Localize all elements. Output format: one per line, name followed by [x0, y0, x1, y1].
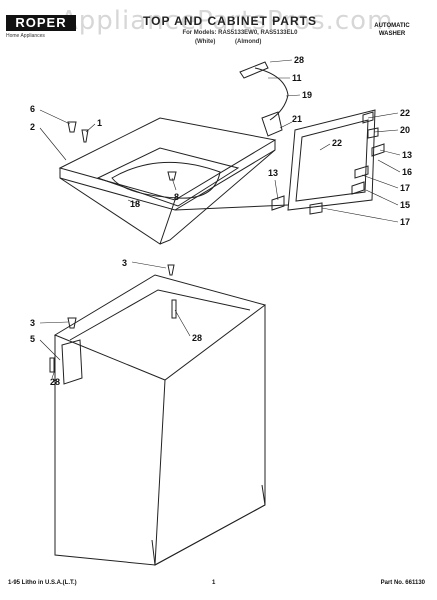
variant-almond: (Almond): [235, 39, 262, 45]
callout-1: 1: [97, 118, 102, 128]
callout-15: 15: [400, 200, 410, 210]
product-type: AUTOMATIC WASHER: [357, 22, 427, 38]
callout-16: 16: [402, 167, 412, 177]
callout-17-lower: 17: [400, 217, 410, 227]
washer-top-panel: [58, 117, 277, 245]
diagram-title: TOP AND CABINET PARTS: [143, 14, 317, 28]
callout-17-upper: 17: [400, 183, 410, 193]
product-line-1: AUTOMATIC: [374, 23, 410, 29]
corner-brace: [61, 339, 83, 385]
callout-5: 5: [30, 334, 35, 344]
lid-opening: [96, 147, 240, 207]
callout-11: 11: [292, 73, 302, 83]
callout-2: 2: [30, 122, 35, 132]
brand-logo: ROPER: [6, 15, 76, 31]
callout-leaders: [39, 59, 401, 379]
callout-13-center: 13: [268, 168, 278, 178]
callout-18: 18: [130, 199, 140, 209]
wire-harness: [239, 61, 289, 137]
screw-set: [49, 121, 177, 373]
product-line-2: WASHER: [378, 31, 406, 37]
page-number: 1: [212, 580, 216, 586]
callout-3-lower: 3: [30, 318, 35, 328]
color-variants: (White) (Almond): [195, 39, 279, 45]
model-list: For Models: RAS5133EW0, RAS5133EL0: [182, 30, 298, 36]
callout-28-mid: 28: [192, 333, 202, 343]
callout-3-upper: 3: [122, 258, 127, 268]
callout-20: 20: [400, 125, 410, 135]
lid-leader-line: [174, 204, 289, 211]
brand-tagline: Home Appliances: [6, 33, 45, 39]
callout-22-inner: 22: [332, 138, 342, 148]
callout-19: 19: [302, 90, 312, 100]
washer-cabinet: [53, 274, 267, 566]
washer-lid: [287, 109, 376, 211]
callout-8: 8: [174, 192, 179, 202]
callout-6: 6: [30, 104, 35, 114]
callout-13-right: 13: [402, 150, 412, 160]
variant-white: (White): [195, 39, 216, 45]
callout-28-top: 28: [294, 55, 304, 65]
callout-21: 21: [292, 114, 302, 124]
callout-22-right: 22: [400, 108, 410, 118]
print-info: 1-95 Litho in U.S.A.(L.T.): [8, 580, 77, 586]
hinge-hardware: [271, 111, 385, 215]
part-number: Part No. 661130: [380, 580, 425, 586]
callout-28-bottom: 28: [50, 377, 60, 387]
